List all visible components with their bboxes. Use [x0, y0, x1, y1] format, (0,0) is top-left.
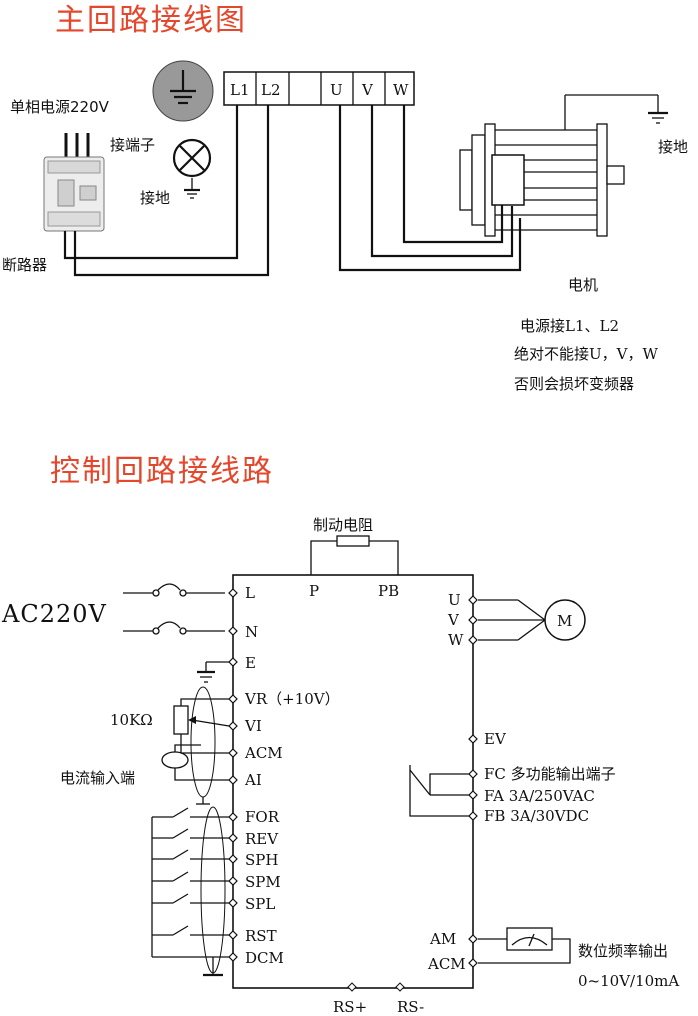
relay-contacts-icon — [409, 765, 470, 817]
current-source-icon — [161, 744, 229, 781]
terminal-label: 接端子 — [110, 136, 155, 154]
terminal-sph: SPH — [245, 851, 278, 869]
right-terminal-marker-2 — [468, 635, 478, 645]
right-terminal-markers — [468, 595, 478, 968]
motor-ground-icon — [648, 111, 668, 124]
left-terminal-marker-0 — [228, 588, 238, 598]
terminal-p: P — [309, 582, 319, 600]
terminal-fb: FB 3A/30VDC — [484, 807, 589, 825]
ground-terminal-icon — [152, 60, 214, 122]
terminal-am: AM — [429, 930, 456, 948]
circuit-breaker-icon — [43, 133, 105, 232]
left-terminal-marker-10 — [228, 876, 238, 886]
current-input-label: 电流输入端 — [60, 769, 135, 787]
terminal-w-out: W — [448, 631, 464, 649]
bottom-terminal-markers — [347, 982, 405, 992]
motor-icon — [459, 94, 659, 237]
left-terminal-marker-11 — [228, 898, 238, 908]
left-terminal-marker-1 — [228, 626, 238, 636]
terminal-v-out: V — [447, 611, 460, 629]
power-supply-label: 单相电源220V — [10, 98, 110, 116]
meter-label: 数位频率输出 — [578, 942, 668, 960]
terminal-u: U — [330, 81, 343, 99]
terminal-v: V — [361, 81, 374, 99]
breaker-label: 断路器 — [2, 256, 47, 274]
terminal-rst: RST — [245, 927, 277, 945]
ground-icon — [184, 178, 200, 199]
left-terminal-marker-4 — [228, 721, 238, 731]
terminal-dcm: DCM — [245, 949, 284, 967]
terminal-acm-right: ACM — [427, 955, 466, 973]
control-circuit-title: 控制回路接线路 — [50, 454, 274, 489]
digital-input-switches — [151, 807, 229, 958]
ground-label: 接地 — [140, 189, 170, 207]
meter-range: 0~10V/10mA — [578, 972, 679, 990]
note-line-3: 否则会损坏变频器 — [514, 375, 634, 393]
terminal-u-out: U — [448, 591, 461, 609]
left-terminal-marker-5 — [228, 748, 238, 758]
motor-ground-label: 接地 — [658, 138, 688, 156]
right-terminal-marker-3 — [468, 734, 478, 744]
right-terminal-marker-8 — [468, 958, 478, 968]
terminal-acm: ACM — [244, 744, 283, 762]
terminal-l: L — [245, 584, 255, 602]
motor-output-wires — [478, 599, 546, 641]
terminal-spl: SPL — [245, 895, 275, 913]
terminal-fc: FC 多功能输出端子 — [484, 765, 616, 783]
left-terminal-marker-13 — [228, 952, 238, 962]
ac-input-switches — [123, 583, 225, 635]
terminal-for: FOR — [245, 808, 280, 826]
brake-resistor-label: 制动电阻 — [313, 516, 373, 534]
left-terminal-marker-9 — [228, 854, 238, 864]
note-line-1: 电源接L1、L2 — [520, 317, 619, 335]
terminal-ev: EV — [484, 730, 507, 748]
right-terminal-marker-7 — [468, 934, 478, 944]
motor-wires — [338, 105, 522, 272]
left-terminal-marker-7 — [228, 812, 238, 822]
left-terminal-marker-8 — [228, 833, 238, 843]
terminal-pb: PB — [378, 582, 399, 600]
left-terminal-marker-12 — [228, 930, 238, 940]
right-terminal-marker-6 — [468, 811, 478, 821]
power-wires — [63, 105, 270, 277]
terminal-l1: L1 — [230, 81, 250, 99]
meter-icon — [478, 927, 571, 964]
terminal-w: W — [393, 81, 409, 99]
terminal-vi: VI — [244, 717, 262, 735]
terminal-ai: AI — [244, 771, 262, 789]
right-terminal-marker-1 — [468, 615, 478, 625]
terminal-e: E — [245, 654, 256, 672]
motor-symbol-icon — [544, 599, 586, 641]
potentiometer-label: 10KΩ — [110, 711, 153, 729]
drive-terminal-block — [223, 71, 415, 106]
brake-resistor-icon — [310, 535, 399, 575]
digital-ground-icon — [203, 957, 223, 977]
terminal-spm: SPM — [245, 873, 281, 891]
left-terminal-marker-2 — [228, 657, 238, 667]
terminal-rs-plus: RS+ — [333, 998, 367, 1016]
digital-shield-ellipse — [200, 806, 226, 974]
terminal-vr: VR（+10V） — [244, 690, 340, 708]
terminal-rev: REV — [245, 830, 279, 848]
terminal-l2: L2 — [261, 81, 281, 99]
left-terminal-marker-3 — [228, 694, 238, 704]
right-terminal-marker-4 — [468, 769, 478, 779]
motor-label: 电机 — [568, 276, 598, 294]
ac-input-label: AC220V — [1, 600, 107, 628]
motor-symbol-label: M — [557, 612, 572, 630]
main-circuit-title: 主回路接线图 — [55, 3, 247, 38]
terminal-fa: FA 3A/250VAC — [484, 787, 595, 805]
left-terminal-markers — [228, 588, 238, 962]
e-ground-icon — [197, 661, 229, 683]
right-terminal-marker-5 — [468, 790, 478, 800]
terminal-rs-minus: RS- — [397, 998, 424, 1016]
note-line-2: 绝对不能接U，V，W — [514, 345, 658, 363]
left-terminal-marker-6 — [228, 775, 238, 785]
terminal-n: N — [245, 623, 258, 641]
right-terminal-marker-0 — [468, 595, 478, 605]
crossed-terminal-icon — [172, 138, 212, 178]
